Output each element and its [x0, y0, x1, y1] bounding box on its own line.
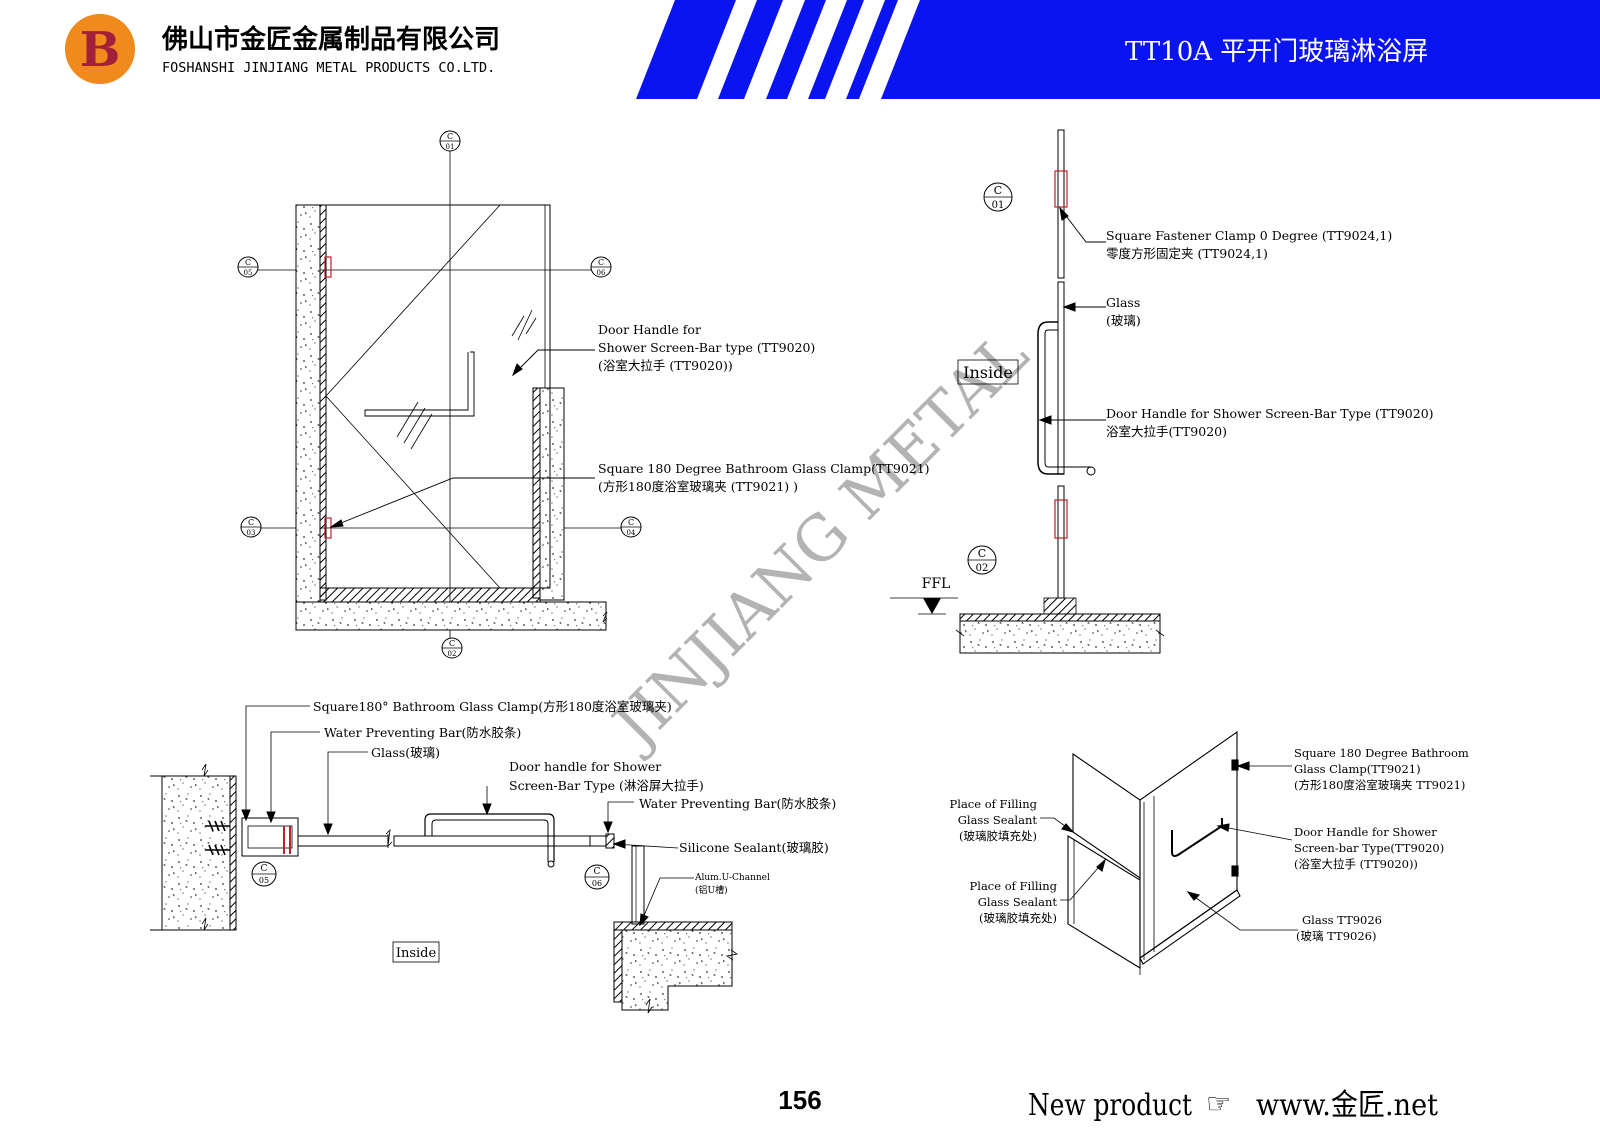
iso-filling-bottom-line3: (玻璃胶填充处): [979, 911, 1057, 925]
svg-text:05: 05: [244, 269, 253, 277]
plan-clamp-label: Square180° Bathroom Glass Clamp(方形180度浴室…: [313, 699, 672, 714]
iso-filling-top-line1: Place of Filling: [950, 797, 1038, 811]
header-band: [636, 0, 1600, 99]
fastener-label-cn: 零度方形固定夹 (TT9024,1): [1106, 246, 1268, 261]
ffl-label: FFL: [922, 576, 951, 592]
inside-label-section: Inside: [963, 363, 1013, 382]
plan-channel-label-line2: (铝U槽): [695, 884, 728, 896]
isometric-view: [1040, 730, 1298, 975]
svg-text:C: C: [261, 864, 268, 874]
inside-box-plan: [392, 941, 440, 963]
fastener-label-en: Square Fastener Clamp 0 Degree (TT9024,1…: [1106, 228, 1392, 243]
svg-text:C: C: [594, 867, 601, 877]
svg-text:05: 05: [259, 876, 269, 885]
front-elevation: [250, 140, 630, 650]
inside-label-plan: Inside: [396, 946, 437, 961]
svg-text:02: 02: [976, 563, 989, 574]
svg-text:C: C: [447, 132, 453, 141]
svg-text:C: C: [245, 258, 251, 267]
section-mark-c06-plan: C 06: [584, 864, 610, 890]
page-title: TT10A 平开门玻璃淋浴屏: [1125, 37, 1428, 67]
hand-pointer-icon: ☞: [1206, 1087, 1231, 1120]
page-number: 156: [778, 1085, 821, 1115]
plan-channel-label-line1: Alum.U-Channel: [694, 873, 770, 883]
inside-box-section: [957, 359, 1019, 385]
iso-handle-label-line3: (浴室大拉手 (TT9020)): [1294, 857, 1418, 871]
iso-clamp-label-line3: (方形180度浴室玻璃夹 TT9021): [1294, 778, 1465, 792]
logo-outer-circle: [65, 14, 135, 84]
clamp-label-line1: Square 180 Degree Bathroom Glass Clamp(T…: [598, 461, 930, 476]
iso-filling-bottom-line2: Glass Sealant: [978, 895, 1058, 909]
section-handle-label-en: Door Handle for Shower Screen-Bar Type (…: [1106, 406, 1434, 421]
iso-clamp-label-line2: Glass Clamp(TT9021): [1294, 762, 1421, 776]
handle-label-line1: Door Handle for: [598, 322, 701, 337]
iso-filling-top-line2: Glass Sealant: [958, 813, 1038, 827]
plan-glass-label: Glass(玻璃): [371, 745, 440, 760]
svg-text:C: C: [598, 258, 604, 267]
plan-silicone-label: Silicone Sealant(玻璃胶): [679, 840, 829, 855]
plan-water-bar-left-label: Water Preventing Bar(防水胶条): [324, 725, 521, 740]
svg-text:C: C: [248, 518, 254, 527]
iso-handle-label-line1: Door Handle for Shower: [1294, 825, 1437, 839]
svg-text:C: C: [978, 547, 986, 560]
handle-label-line3: (浴室大拉手 (TT9020)): [598, 358, 733, 373]
svg-text:04: 04: [627, 529, 636, 537]
iso-handle-label-line2: Screen-bar Type(TT9020): [1294, 841, 1444, 855]
section-mark-c06-right: C 06: [590, 256, 612, 278]
iso-glass-label-line1: Glass TT9026: [1302, 913, 1382, 927]
iso-filling-bottom-line1: Place of Filling: [970, 879, 1058, 893]
plan-handle-label-line2: Screen-Bar Type (淋浴屏大拉手): [509, 778, 704, 793]
company-logo: B: [65, 14, 135, 84]
watermark: JINJIANG METAL: [595, 317, 1042, 764]
svg-text:C: C: [449, 639, 455, 648]
section-handle-label-cn: 浴室大拉手(TT9020): [1106, 424, 1227, 439]
plan-handle-label-line1: Door handle for Shower: [509, 759, 661, 774]
clamp-label-line2: (方形180度浴室玻璃夹 (TT9021) ): [598, 479, 798, 494]
iso-glass-label-line2: (玻璃 TT9026): [1296, 929, 1376, 943]
svg-text:01: 01: [992, 200, 1005, 211]
company-name-en: FOSHANSHI JINJIANG METAL PRODUCTS CO.LTD…: [162, 60, 495, 76]
plan-detail: [150, 705, 739, 1014]
svg-text:01: 01: [446, 143, 455, 151]
svg-text:03: 03: [247, 529, 256, 537]
side-section: [890, 129, 1165, 654]
header: B 佛山市金匠金属制品有限公司 FOSHANSHI JINJIANG METAL…: [65, 0, 1600, 99]
logo-glyph: B: [80, 22, 121, 78]
section-mark-c01-top: C 01: [439, 130, 461, 152]
plan-water-bar-right-label: Water Preventing Bar(防水胶条): [639, 796, 836, 811]
svg-text:C: C: [628, 518, 634, 527]
svg-text:06: 06: [597, 269, 606, 277]
section-mark-c02-bottom: C 02: [441, 637, 463, 659]
website-link[interactable]: www.金匠.net: [1256, 1088, 1438, 1123]
glass-label-cn: (玻璃): [1106, 313, 1141, 328]
section-mark-c01-side: C 01: [983, 182, 1013, 212]
section-mark-c05-plan: C 05: [251, 861, 277, 887]
glass-label-en: Glass: [1106, 295, 1140, 310]
company-name-cn: 佛山市金匠金属制品有限公司: [161, 24, 500, 55]
iso-clamp-label-line1: Square 180 Degree Bathroom: [1294, 746, 1469, 760]
section-mark-c05-left: C 05: [237, 256, 259, 278]
iso-filling-top-line3: (玻璃胶填充处): [959, 829, 1037, 843]
section-mark-c03-left: C 03: [240, 516, 262, 538]
svg-text:02: 02: [448, 650, 457, 658]
section-mark-c04-right: C 04: [620, 516, 642, 538]
svg-text:06: 06: [592, 879, 602, 888]
svg-text:C: C: [994, 184, 1002, 197]
section-mark-c02-side: C 02: [967, 545, 997, 575]
new-product-label: New product: [1028, 1088, 1192, 1123]
handle-label-line2: Shower Screen-Bar type (TT9020): [598, 340, 815, 355]
